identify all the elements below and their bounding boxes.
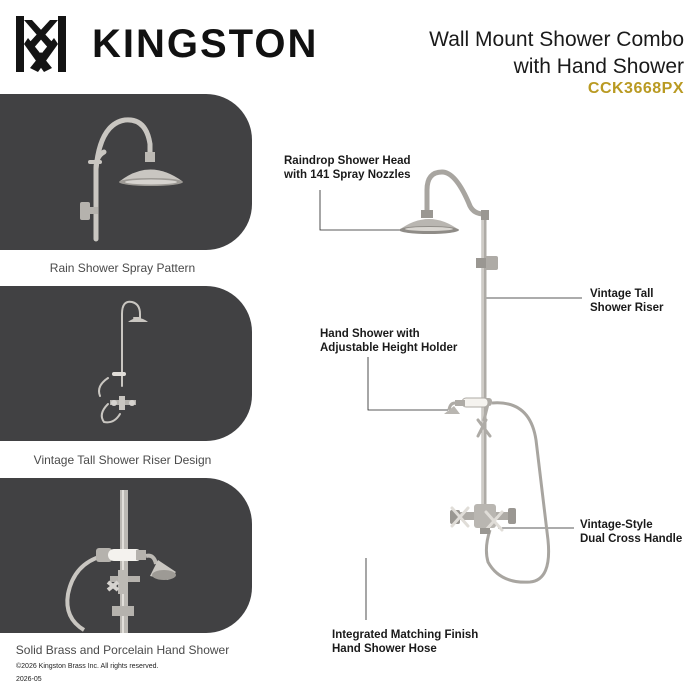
callout-hose: Integrated Matching Finish Hand Shower H… (332, 628, 478, 656)
callout-hose-line2: Hand Shower Hose (332, 643, 437, 655)
callout-cross-handle-line1: Vintage-Style (580, 519, 653, 531)
callout-riser-line2: Shower Riser (590, 302, 664, 314)
callout-shower-head: Raindrop Shower Head with 141 Spray Nozz… (284, 154, 411, 182)
callout-hand-shower-line2: Adjustable Height Holder (320, 342, 458, 354)
callout-hand-shower-line1: Hand Shower with (320, 328, 420, 340)
shower-riser-thumbnail-icon (98, 300, 148, 424)
callout-cross-handle: Vintage-Style Dual Cross Handle (580, 518, 682, 546)
callout-riser: Vintage Tall Shower Riser (590, 287, 664, 315)
panel-caption-rain: Rain Shower Spray Pattern (49, 261, 196, 275)
brand-name: KINGSTON (92, 22, 319, 66)
rain-shower-head-icon (80, 117, 183, 242)
callout-shower-head-line1: Raindrop Shower Head (284, 155, 411, 167)
callout-hose-line1: Integrated Matching Finish (332, 629, 479, 641)
hand-shower-panel (0, 478, 252, 633)
callout-hand-shower: Hand Shower with Adjustable Height Holde… (320, 327, 457, 355)
panel-caption-hand-shower: Solid Brass and Porcelain Hand Shower (15, 643, 230, 657)
porcelain-hand-shower-icon (65, 490, 176, 633)
product-title-line2: with Hand Shower (513, 55, 684, 78)
callout-cross-handle-line2: Dual Cross Handle (580, 533, 683, 545)
panel-caption-riser: Vintage Tall Shower Riser Design (33, 453, 212, 467)
footer-date: 2026-05 (16, 676, 42, 683)
callout-riser-line1: Vintage Tall (590, 288, 654, 300)
callout-shower-head-line2: with 141 Spray Nozzles (284, 169, 411, 181)
product-title-line1: Wall Mount Shower Combo (429, 28, 684, 51)
footer-copyright: ©2026 Kingston Brass Inc. All rights res… (16, 663, 159, 670)
model-number: CCK3668PX (587, 80, 684, 97)
rain-shower-panel (0, 94, 252, 250)
riser-design-panel (0, 286, 252, 441)
product-title: Wall Mount Shower Combo with Hand Shower (429, 26, 684, 80)
